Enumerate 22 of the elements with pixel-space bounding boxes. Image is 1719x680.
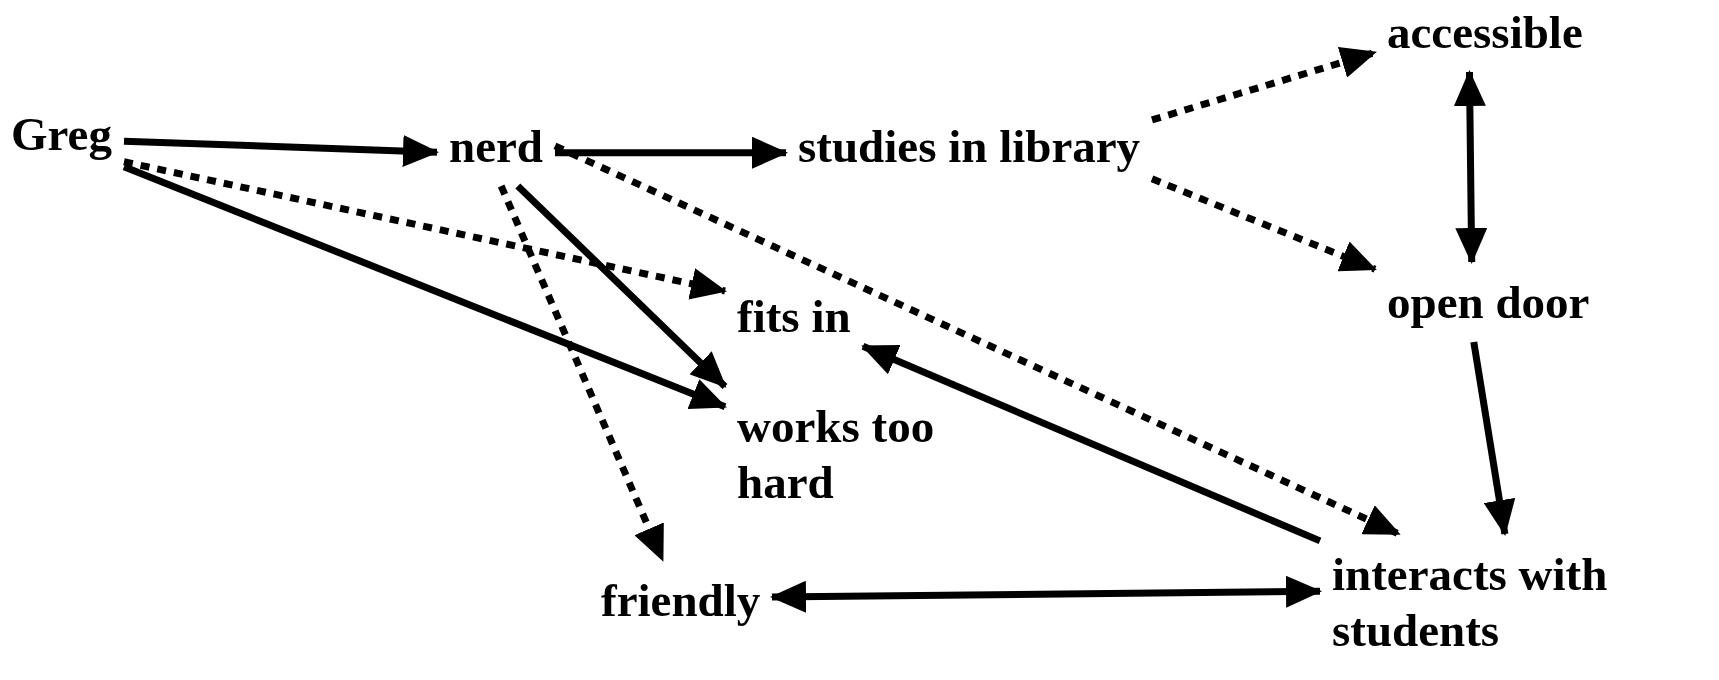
node-label: interacts with students	[1332, 546, 1704, 659]
arrow	[123, 135, 439, 168]
dashed-arrow	[1151, 47, 1377, 124]
arrow	[122, 163, 727, 411]
node-label: fits in	[737, 288, 851, 345]
arrow	[1453, 70, 1488, 264]
dashed-arrow	[553, 142, 1401, 538]
node-label: open door	[1387, 274, 1590, 331]
dashed-arrow	[497, 184, 666, 562]
node-label: studies in library	[798, 118, 1141, 175]
arrow	[1470, 341, 1516, 536]
node-label: friendly	[601, 572, 761, 629]
node-label: nerd	[449, 118, 543, 175]
node-label: Greg	[11, 106, 112, 163]
arrow	[770, 575, 1322, 613]
arrow	[515, 183, 728, 389]
arrow	[861, 343, 1322, 545]
dashed-arrow	[123, 158, 727, 300]
node-label: works too hard	[737, 398, 1007, 511]
arrow	[555, 136, 788, 169]
dashed-arrow	[1150, 175, 1377, 273]
node-label: accessible	[1387, 4, 1583, 61]
